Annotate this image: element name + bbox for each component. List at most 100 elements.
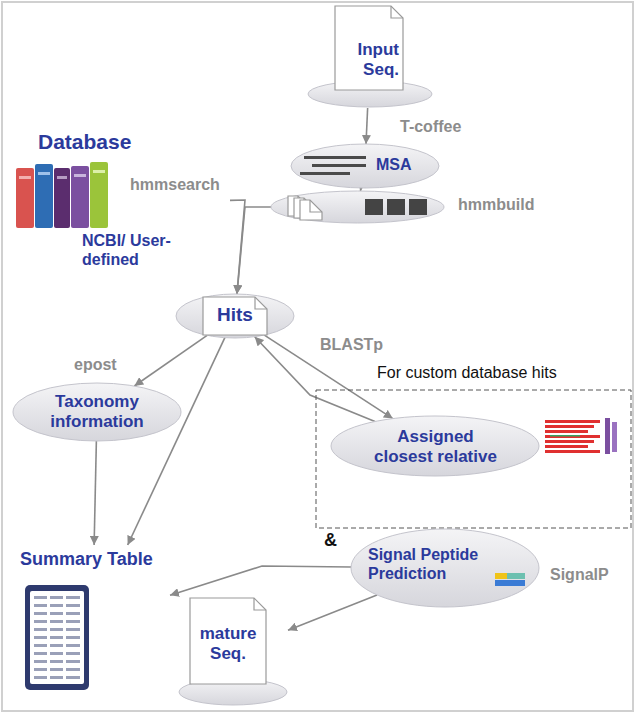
database-icon: DatabaseNCBI/ User-defined [10,128,230,278]
node-label: Database [38,130,131,155]
table-row [50,628,63,631]
book-band [38,172,50,175]
node-label: mature Seq. [193,624,263,664]
connector-arrow [237,207,271,294]
document-fold [255,297,267,309]
table-row [50,676,63,679]
process-ellipse: Taxonomy information [12,382,182,442]
ellipse-shape [291,144,439,188]
alignment-lines [312,164,366,167]
document-fold [391,6,403,18]
alignment-bar [545,425,594,428]
edge-label: BLASTp [318,336,385,355]
ellipse-shape [351,529,539,607]
book [90,162,108,228]
node-label: Signal Peptide Prediction [368,546,493,584]
alignment-bar [545,435,600,438]
connector-arrow [170,566,351,595]
table-row [50,612,63,615]
node-label: hmmbuild [458,196,534,215]
book [35,164,53,228]
document-icon [335,6,403,90]
ellipse-shape [271,191,444,223]
table-row [34,652,47,655]
document-node: mature Seq. [178,598,288,706]
edge-label: epost [72,356,119,375]
table-row [50,596,63,599]
hmm-block [365,199,383,215]
table-row [34,620,47,623]
dashed-frame [316,390,631,528]
connector-arrow [288,595,377,630]
table-row [66,676,80,679]
table-row [34,676,47,679]
node-label: MSA [376,156,412,175]
table-row [50,636,63,639]
alignment-bar [550,435,580,437]
document-fold [310,200,322,212]
node-label: Taxonomy information [22,392,172,432]
table-row [66,628,80,631]
table-row [34,660,47,663]
node-shape [12,382,182,442]
table-row [66,620,80,623]
alignment-bar [545,450,600,453]
connector-arrow [230,200,245,294]
node-label: Summary Table [20,549,153,570]
table-row [50,620,63,623]
table-row [34,596,47,599]
edge-label: T-coffee [398,118,463,137]
msa-ellipse: MSA [290,143,440,189]
book [71,166,89,228]
table-row [50,644,63,647]
ellipse-shape [331,416,539,476]
book-band [93,170,105,173]
signal-bar [495,580,525,586]
table-row [66,660,80,663]
table-row [66,612,80,615]
hmm-profile: hmmbuild [270,190,445,224]
process-ellipse: Assigned closest relative [330,415,540,477]
tool-name: SignalP [548,566,611,585]
alignment-bar [612,422,617,452]
node-shape [290,143,440,189]
table-row [50,668,63,671]
ellipse-shape [13,383,181,441]
alignment-bar [545,420,600,423]
table-row [66,596,80,599]
connector-arrow [128,338,225,545]
node-label: Input Seq. [337,40,399,80]
connector-arrow [94,441,96,545]
document-icon [300,200,322,220]
edge-label: hmmsearch [128,176,222,195]
ampersand: & [322,530,339,551]
table-row [50,660,63,663]
node-label: For custom database hits [377,364,557,383]
dashed-group: Assigned closest relative For custom data… [315,360,633,530]
table-icon [25,585,89,690]
node-shape [270,190,445,224]
alignment-bar [545,445,588,448]
table-row [66,644,80,647]
document-icon [203,297,267,335]
ellipse-shape [176,294,294,338]
connector-arrow [366,108,368,144]
book [54,168,70,228]
node-label: NCBI/ User-defined [82,232,202,270]
connector-arrow [264,335,392,418]
signal-bar [507,573,525,579]
document-node: Input Seq. [305,4,435,108]
table-row [66,652,80,655]
node-label: Hits [205,304,265,326]
table-row [50,652,63,655]
table-icon [30,591,84,684]
book-band [74,174,86,177]
table-row [66,636,80,639]
book [16,168,34,228]
alignment-bar [545,440,594,443]
signal-bar [495,573,507,579]
book-band [57,176,67,179]
table-row [34,644,47,647]
